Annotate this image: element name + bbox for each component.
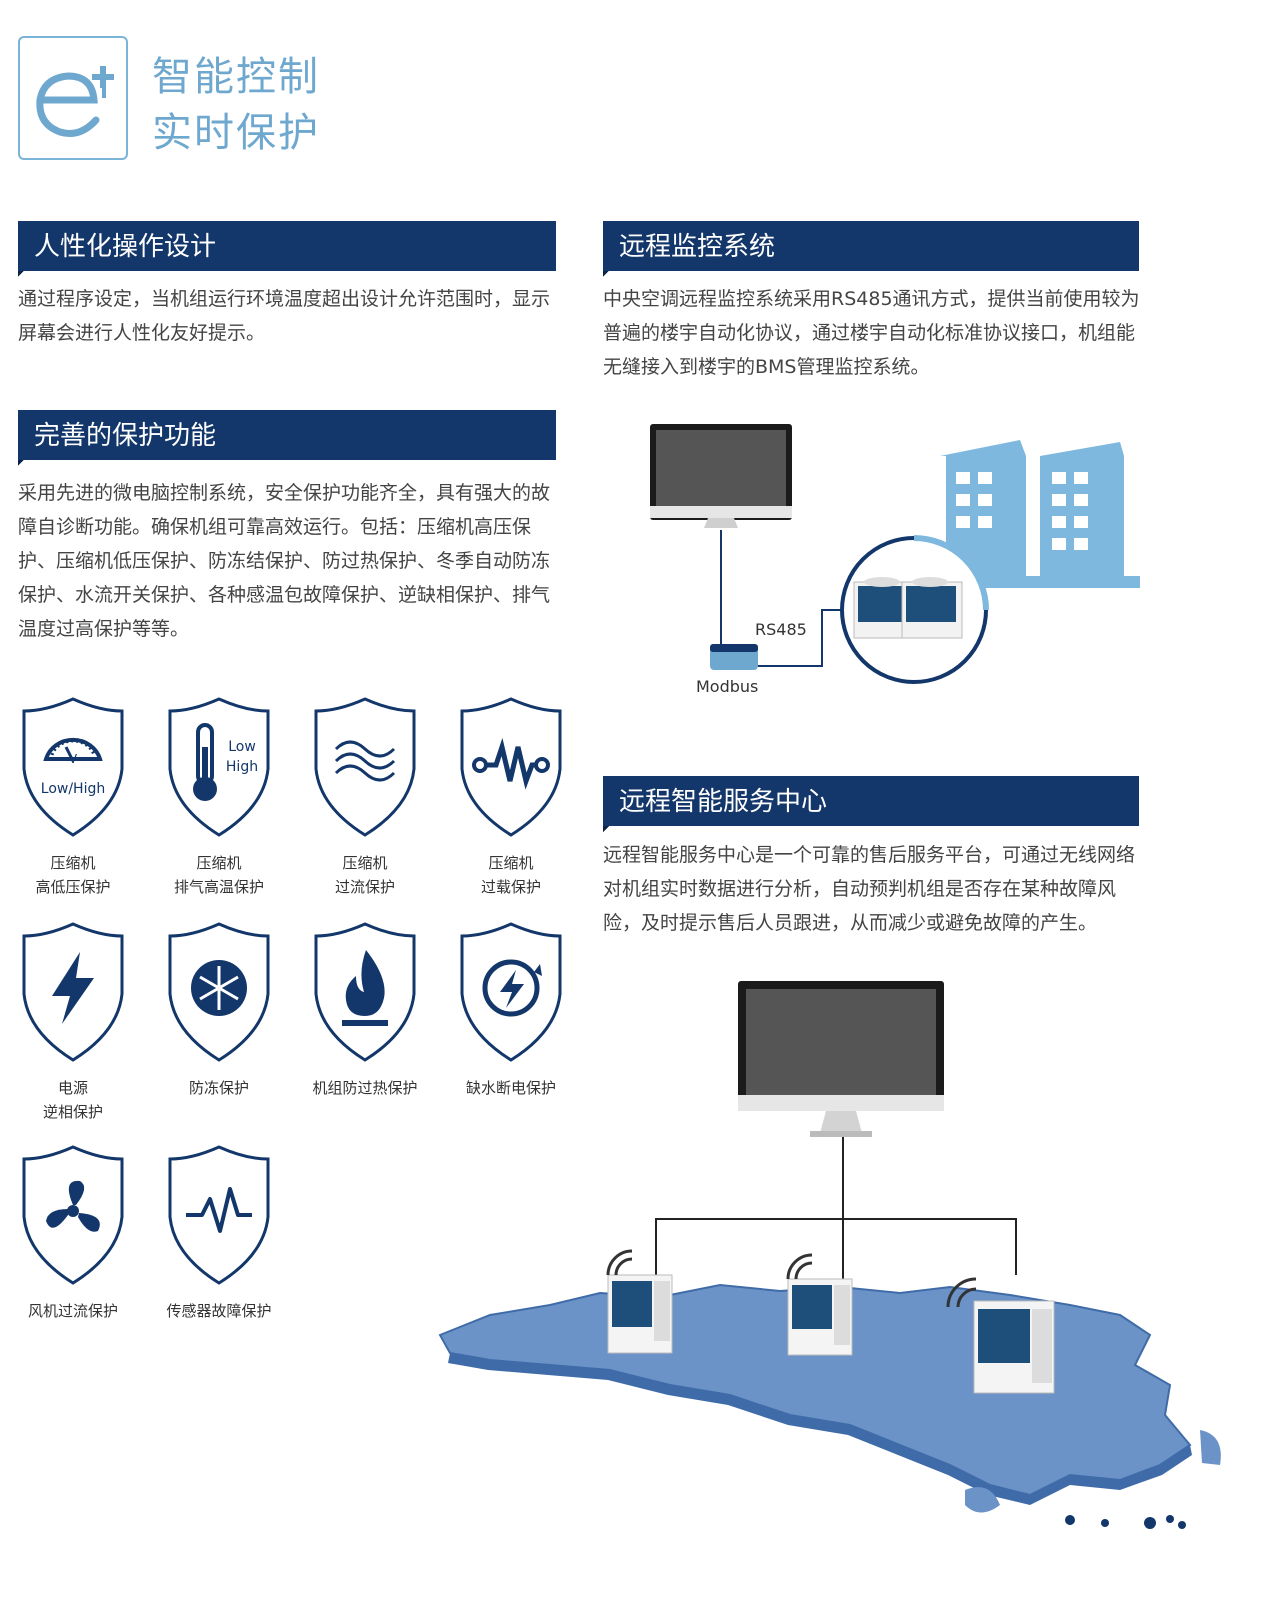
- protection-label-line1: 压缩机: [488, 854, 534, 872]
- service-diagram: [438, 981, 1221, 1529]
- wave-icon: [314, 697, 416, 837]
- section-title-monitoring: 远程监控系统: [603, 221, 1139, 277]
- monitor-icon: [650, 424, 792, 528]
- protection-item: 压缩机 过载保护: [456, 695, 581, 899]
- section-title-protection: 完善的保护功能: [18, 410, 556, 466]
- protection-label-line1: 传感器故障保护: [166, 1302, 272, 1320]
- section-title-humanized: 人性化操作设计: [18, 221, 556, 277]
- protection-item: Low High 压缩机 排气高温保护: [164, 695, 289, 899]
- protection-label: 压缩机 过载保护: [441, 851, 581, 899]
- svg-text:High: High: [226, 759, 258, 775]
- protection-label-line1: 机组防过热保护: [312, 1079, 418, 1097]
- logo: [18, 36, 128, 160]
- service-text: 远程智能服务中心是一个可靠的售后服务平台，可通过无线网络对机组实时数据进行分析，…: [603, 844, 1136, 934]
- e-logo-icon: [36, 66, 114, 137]
- monitor-icon: [738, 981, 944, 1137]
- svg-text:Low: Low: [228, 739, 256, 755]
- protection-item: 风机过流保护: [18, 1143, 143, 1323]
- protection-label: 缺水断电保护: [441, 1076, 581, 1100]
- fan-icon: [22, 1145, 124, 1285]
- protection-label: 压缩机 高低压保护: [3, 851, 143, 899]
- resistor-icon: [460, 697, 562, 837]
- protection-label: 风机过流保护: [3, 1299, 143, 1323]
- section-title-service: 远程智能服务中心: [603, 776, 1139, 832]
- protection-label-line2: 过载保护: [480, 878, 541, 896]
- protection-label: 防冻保护: [149, 1076, 289, 1100]
- svg-text:V: V: [69, 752, 78, 766]
- thermometer-icon: Low High: [168, 697, 270, 837]
- protection-label: 压缩机 排气高温保护: [149, 851, 289, 899]
- protection-label: 传感器故障保护: [149, 1299, 289, 1323]
- protection-item: 压缩机 过流保护: [310, 695, 435, 899]
- modbus-label: Modbus: [696, 677, 759, 696]
- protection-label-line2: 逆相保护: [42, 1103, 103, 1121]
- protection-label: 压缩机 过流保护: [295, 851, 435, 899]
- flame-icon: [314, 922, 416, 1062]
- heat-pump-unit-icon: [787, 1278, 853, 1356]
- protection-item: 缺水断电保护: [456, 920, 581, 1100]
- snowflake-icon: [168, 922, 270, 1062]
- protection-label-line2: 排气高温保护: [173, 878, 264, 896]
- protection-item: 防冻保护: [164, 920, 289, 1100]
- rs485-label: RS485: [755, 620, 807, 639]
- humanized-text: 通过程序设定，当机组运行环境温度超出设计允许范围时，显示屏幕会进行人性化友好提示…: [18, 288, 551, 344]
- heat-pump-unit-icon: [853, 577, 963, 639]
- pulse-icon: [168, 1145, 270, 1285]
- protection-label: 机组防过热保护: [295, 1076, 435, 1100]
- protection-label-line1: 压缩机: [50, 854, 96, 872]
- protection-label-line2: 高低压保护: [35, 878, 111, 896]
- water-power-icon: [460, 922, 562, 1062]
- protection-label-line1: 风机过流保护: [27, 1302, 118, 1320]
- protection-label: 电源 逆相保护: [3, 1076, 143, 1124]
- heat-pump-unit-icon: [607, 1274, 673, 1354]
- svg-text:Low/High: Low/High: [41, 781, 105, 797]
- monitoring-text: 中央空调远程监控系统采用RS485通讯方式，提供当前使用较为普遍的楼宇自动化协议…: [603, 288, 1140, 378]
- protection-label-line1: 防冻保护: [188, 1079, 249, 1097]
- protection-label-line1: 缺水断电保护: [465, 1079, 556, 1097]
- protection-label-line1: 压缩机: [196, 854, 242, 872]
- monitoring-diagram: [650, 424, 1140, 684]
- headline-line2: 实时保护: [152, 110, 320, 156]
- protection-item: 电源 逆相保护: [18, 920, 143, 1124]
- heat-pump-unit-icon: [973, 1300, 1055, 1394]
- protection-text: 采用先进的微电脑控制系统，安全保护功能齐全，具有强大的故障自诊断功能。确保机组可…: [18, 482, 551, 640]
- pressure-gauge-icon: V Low/High: [22, 697, 124, 837]
- lightning-icon: [22, 922, 124, 1062]
- headline-line1: 智能控制: [152, 54, 320, 100]
- protection-label-line1: 压缩机: [342, 854, 388, 872]
- protection-label-line1: 电源: [57, 1079, 88, 1097]
- protection-item: 机组防过热保护: [310, 920, 435, 1100]
- protection-item: 传感器故障保护: [164, 1143, 289, 1323]
- protection-label-line2: 过流保护: [334, 878, 395, 896]
- wifi-icon: [606, 1249, 977, 1308]
- protection-item: V Low/High 压缩机 高低压保护: [18, 695, 143, 899]
